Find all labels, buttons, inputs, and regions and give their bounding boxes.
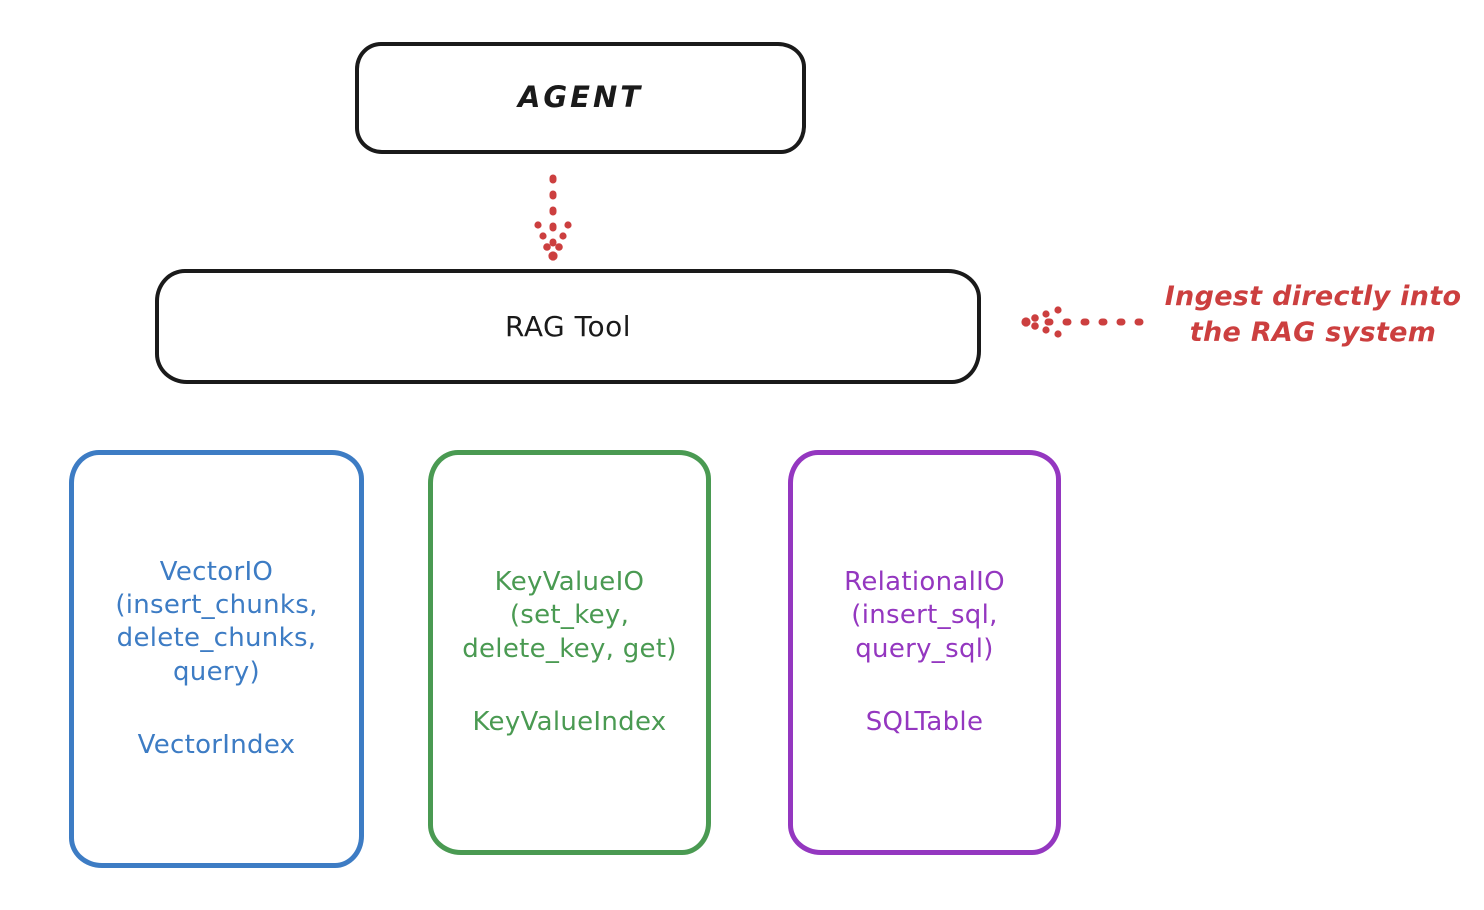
key-value-io-title: KeyValueIO (set_key, delete_key, get) [462,566,677,664]
agent-to-rag-tool-arrow [534,174,572,261]
agent-node[interactable]: AGENT [355,42,806,154]
ingest-into-rag-tool-arrow [1021,306,1144,338]
key-value-io-node[interactable]: KeyValueIO (set_key, delete_key, get) Ke… [428,450,711,855]
vector-io-index: VectorIndex [137,729,296,760]
key-value-io-index: KeyValueIndex [472,706,667,737]
relational-io-title: RelationalIO (insert_sql, query_sql) [844,566,1005,664]
vector-io-title: VectorIO (insert_chunks, delete_chunks, … [115,556,318,687]
relational-io-index: SQLTable [865,706,984,737]
ingest-annotation-label: Ingest directly into the RAG system [1164,281,1462,349]
rag-tool-node[interactable]: RAG Tool [155,269,981,384]
vector-io-node[interactable]: VectorIO (insert_chunks, delete_chunks, … [69,450,364,868]
rag-tool-node-label: RAG Tool [505,309,631,343]
agent-node-label: AGENT [517,80,644,115]
relational-io-node[interactable]: RelationalIO (insert_sql, query_sql) SQL… [788,450,1061,855]
